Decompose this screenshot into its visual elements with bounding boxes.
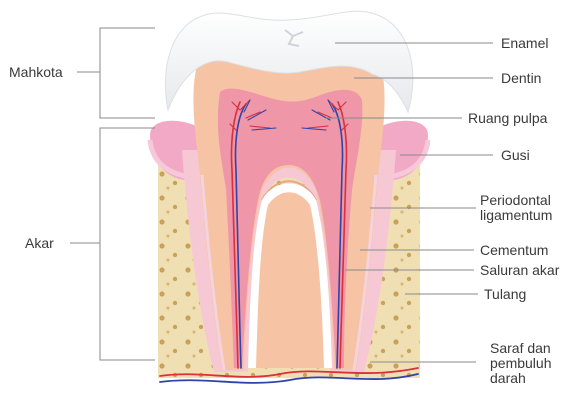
label-root: Akar — [25, 236, 54, 251]
label-dentin: Dentin — [501, 71, 541, 86]
label-cementum: Cementum — [480, 243, 548, 258]
label-pulp-chamber: Ruang pulpa — [468, 111, 547, 126]
label-nerves-line3: darah — [490, 371, 552, 386]
label-gum: Gusi — [501, 148, 530, 163]
crown-bracket — [77, 28, 155, 118]
label-nerves-line1: Saraf dan — [490, 341, 552, 356]
label-enamel: Enamel — [501, 36, 548, 51]
label-nerves-line2: pembuluh — [490, 356, 552, 371]
label-crown: Mahkota — [9, 65, 63, 80]
root-bracket — [70, 128, 155, 360]
label-periodontal-line2: ligamentum — [480, 208, 552, 223]
label-nerves-vessels: Saraf dan pembuluh darah — [490, 341, 552, 386]
label-periodontal: Periodontal ligamentum — [480, 193, 552, 223]
label-bone: Tulang — [484, 287, 526, 302]
label-root-canal: Saluran akar — [480, 263, 559, 278]
label-periodontal-line1: Periodontal — [480, 193, 552, 208]
